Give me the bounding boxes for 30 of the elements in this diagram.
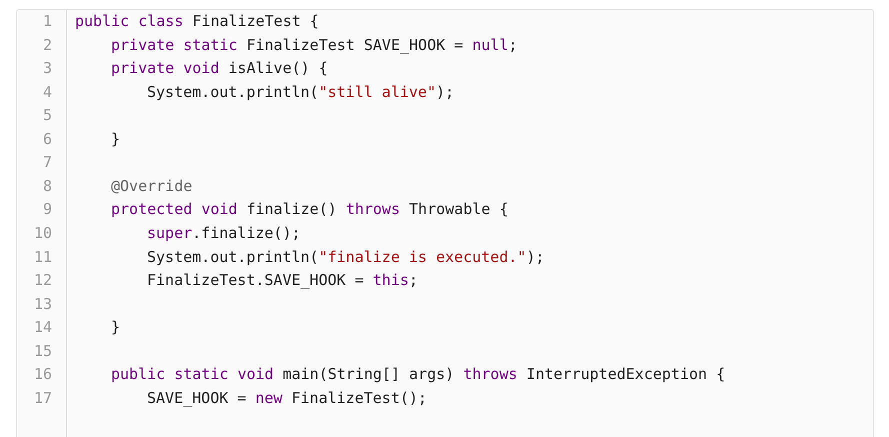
line-number: 16 [32,364,52,384]
code-line: System.out.println("finalize is executed."); [147,246,544,267]
line-number: 8 [42,176,52,196]
line-number: 4 [42,82,52,102]
code-line: private void isAlive() { [111,58,328,78]
code-line: } [111,128,120,149]
line-number: 3 [42,58,52,78]
line-number: 11 [32,246,52,267]
line-number: 9 [42,199,52,220]
code-line: } [111,317,120,338]
line-number: 5 [42,105,52,126]
code-line: public class FinalizeTest { [75,11,319,31]
code-line: FinalizeTest.SAVE_HOOK = this; [147,270,418,290]
line-number: 7 [42,152,52,172]
code-line: protected void finalize() throws Throwable { [111,199,508,220]
code-line: @Override [111,176,192,196]
line-number: 15 [32,340,52,361]
code-line: public static void main(String[] args) throws InterruptedException { [111,364,726,384]
line-number: 13 [32,294,52,314]
line-number: 6 [42,128,52,149]
line-number: 1 [42,11,52,31]
code-line: super.finalize(); [147,223,301,244]
line-number: 2 [42,34,52,55]
code-line: System.out.println("still alive"); [147,82,454,102]
line-number: 17 [32,388,52,408]
line-number: 14 [32,317,52,338]
line-number: 12 [32,270,52,290]
line-number: 10 [32,223,52,244]
code-line: SAVE_HOOK = new FinalizeTest(); [147,388,427,408]
code-line: private static FinalizeTest SAVE_HOOK = null; [111,34,518,55]
